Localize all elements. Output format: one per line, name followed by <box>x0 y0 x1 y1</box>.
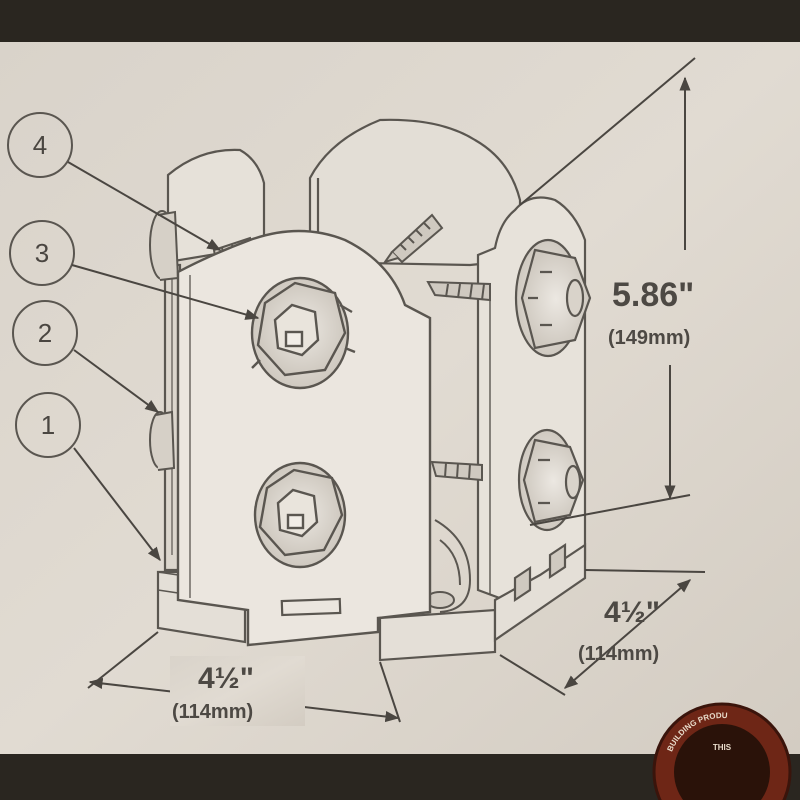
left-bolt-top <box>149 210 180 281</box>
seal-subtext: THIS <box>713 743 732 752</box>
screw-right-top <box>426 280 491 302</box>
left-bolt-bottom <box>149 410 176 471</box>
bottom-dark-edge <box>0 754 640 800</box>
base-bearing <box>425 519 472 613</box>
front-width-metric: (114mm) <box>172 701 253 723</box>
callout-2: 2 <box>12 300 160 413</box>
front-nut-bottom <box>253 461 347 569</box>
callout-4: 4 <box>7 112 222 251</box>
height-imperial: 5.86" <box>612 276 694 314</box>
front-panel <box>176 229 432 647</box>
front-width-label-bg <box>170 656 305 726</box>
back-panel <box>308 118 522 267</box>
callout-4-number: 4 <box>33 130 47 160</box>
side-width-dimension <box>499 569 706 696</box>
right-nut-top <box>514 238 592 358</box>
front-nut-top <box>250 276 356 390</box>
side-width-imperial: 4½" <box>604 596 660 629</box>
height-metric: (149mm) <box>608 327 690 349</box>
right-nut-bottom <box>517 428 585 532</box>
callout-2-number: 2 <box>38 318 52 348</box>
callout-3: 3 <box>9 220 260 320</box>
screw-top-back <box>382 213 444 264</box>
callout-1: 1 <box>15 392 161 562</box>
height-dimension <box>519 57 696 526</box>
side-width-metric: (114mm) <box>578 643 659 665</box>
screw-right-bottom <box>430 460 483 482</box>
callout-1-number: 1 <box>41 410 55 440</box>
callout-3-number: 3 <box>35 238 49 268</box>
front-panel-slot <box>280 597 342 617</box>
building-products-seal: BUILDING PRODU THIS <box>652 702 792 800</box>
front-width-imperial: 4½" <box>198 662 254 695</box>
